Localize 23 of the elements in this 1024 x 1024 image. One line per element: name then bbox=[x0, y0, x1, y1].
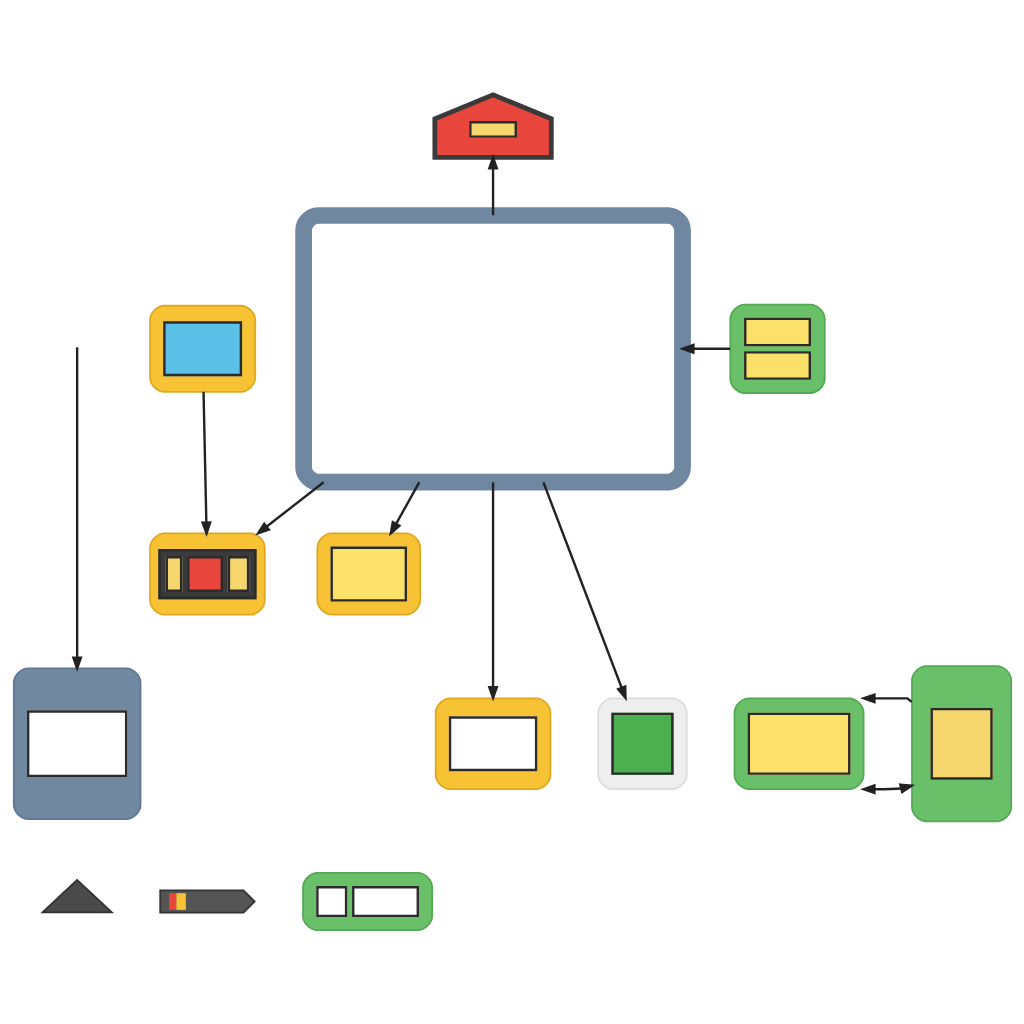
node-picture bbox=[733, 696, 864, 790]
node-picture bbox=[728, 303, 826, 394]
node-picture bbox=[910, 664, 1012, 822]
node-picture bbox=[316, 532, 421, 616]
node-box bbox=[294, 206, 691, 490]
node-picture bbox=[596, 696, 688, 790]
arrow bbox=[254, 480, 324, 536]
arrow bbox=[678, 342, 730, 354]
node-picture bbox=[12, 667, 141, 820]
arrow bbox=[487, 481, 499, 702]
arrow bbox=[200, 391, 212, 537]
node-picture bbox=[301, 871, 433, 931]
node-picture bbox=[434, 696, 551, 790]
node-picture bbox=[148, 304, 256, 393]
arrow bbox=[487, 153, 499, 215]
arrow bbox=[859, 782, 915, 795]
arrow bbox=[859, 692, 912, 704]
node-picture bbox=[431, 91, 554, 160]
arrow bbox=[71, 349, 83, 672]
node-triangle bbox=[39, 878, 114, 913]
arrow bbox=[541, 481, 627, 701]
arrow bbox=[388, 481, 420, 536]
node-picture bbox=[148, 532, 266, 616]
